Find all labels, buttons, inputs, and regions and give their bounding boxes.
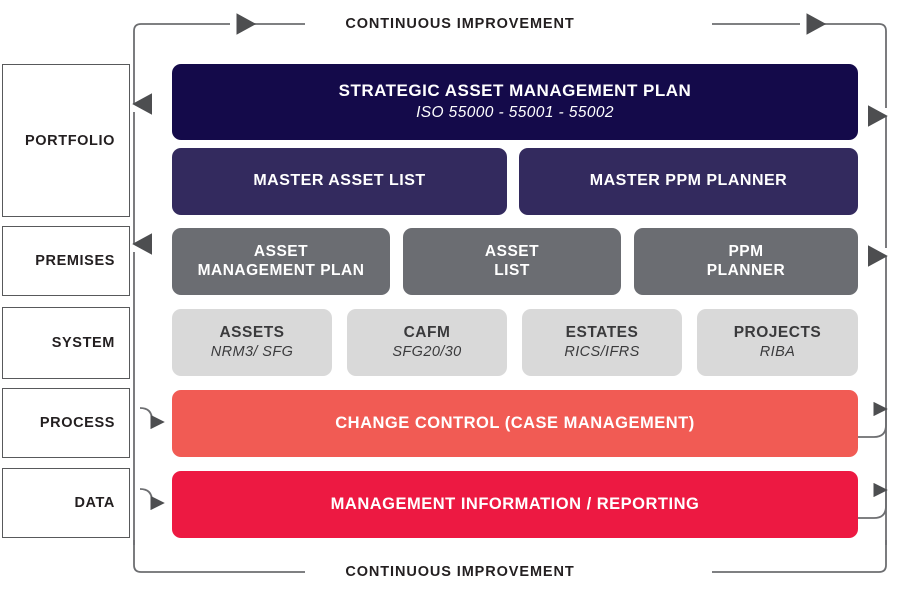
box-standard: SFG20/30 <box>392 344 462 361</box>
box-cafm[interactable]: CAFM SFG20/30 <box>347 309 507 376</box>
box-title: PROJECTS <box>733 323 822 341</box>
box-title: CAFM <box>403 323 451 341</box>
box-title-line2: MANAGEMENT PLAN <box>197 261 365 279</box>
box-title-line2: PLANNER <box>706 261 786 279</box>
box-title: CHANGE CONTROL (CASE MANAGEMENT) <box>335 413 695 432</box>
box-title-line1: ASSET <box>253 243 309 261</box>
box-title: MANAGEMENT INFORMATION / REPORTING <box>330 494 700 513</box>
box-strategic-asset-management-plan[interactable]: STRATEGIC ASSET MANAGEMENT PLAN ISO 5500… <box>172 64 858 140</box>
box-master-asset-list[interactable]: MASTER ASSET LIST <box>172 148 507 215</box>
box-title: ESTATES <box>565 323 639 341</box>
level-label-portfolio: PORTFOLIO <box>2 64 130 217</box>
box-estates[interactable]: ESTATES RICS/IFRS <box>522 309 682 376</box>
level-label-text: PORTFOLIO <box>25 132 115 149</box>
box-title: STRATEGIC ASSET MANAGEMENT PLAN <box>338 81 692 101</box>
box-title: ASSETS <box>219 323 285 341</box>
box-change-control[interactable]: CHANGE CONTROL (CASE MANAGEMENT) <box>172 390 858 457</box>
level-label-system: SYSTEM <box>2 307 130 379</box>
box-standard: NRM3/ SFG <box>210 344 294 361</box>
box-title: MASTER ASSET LIST <box>253 172 426 190</box>
box-title-line1: ASSET <box>484 243 540 261</box>
continuous-improvement-bottom: CONTINUOUS IMPROVEMENT <box>305 564 615 580</box>
box-ppm-planner[interactable]: PPM PLANNER <box>634 228 858 295</box>
level-label-text: PREMISES <box>35 253 115 269</box>
box-asset-list[interactable]: ASSET LIST <box>403 228 621 295</box>
box-management-information-reporting[interactable]: MANAGEMENT INFORMATION / REPORTING <box>172 471 858 538</box>
level-label-data: DATA <box>2 468 130 538</box>
level-label-text: PROCESS <box>39 415 115 431</box>
box-asset-management-plan[interactable]: ASSET MANAGEMENT PLAN <box>172 228 390 295</box>
box-title-line1: PPM <box>728 243 764 261</box>
box-standard: RICS/IFRS <box>564 344 640 361</box>
box-subtitle: ISO 55000 - 55001 - 55002 <box>416 104 614 122</box>
box-title: MASTER PPM PLANNER <box>589 172 788 190</box>
box-projects[interactable]: PROJECTS RIBA <box>697 309 858 376</box>
continuous-improvement-top: CONTINUOUS IMPROVEMENT <box>305 16 615 32</box>
level-label-process: PROCESS <box>2 388 130 458</box>
level-label-text: DATA <box>74 495 115 511</box>
box-title-line2: LIST <box>494 261 530 279</box>
box-assets[interactable]: ASSETS NRM3/ SFG <box>172 309 332 376</box>
level-label-text: SYSTEM <box>51 335 115 351</box>
level-label-premises: PREMISES <box>2 226 130 296</box>
box-master-ppm-planner[interactable]: MASTER PPM PLANNER <box>519 148 858 215</box>
box-standard: RIBA <box>759 344 796 361</box>
